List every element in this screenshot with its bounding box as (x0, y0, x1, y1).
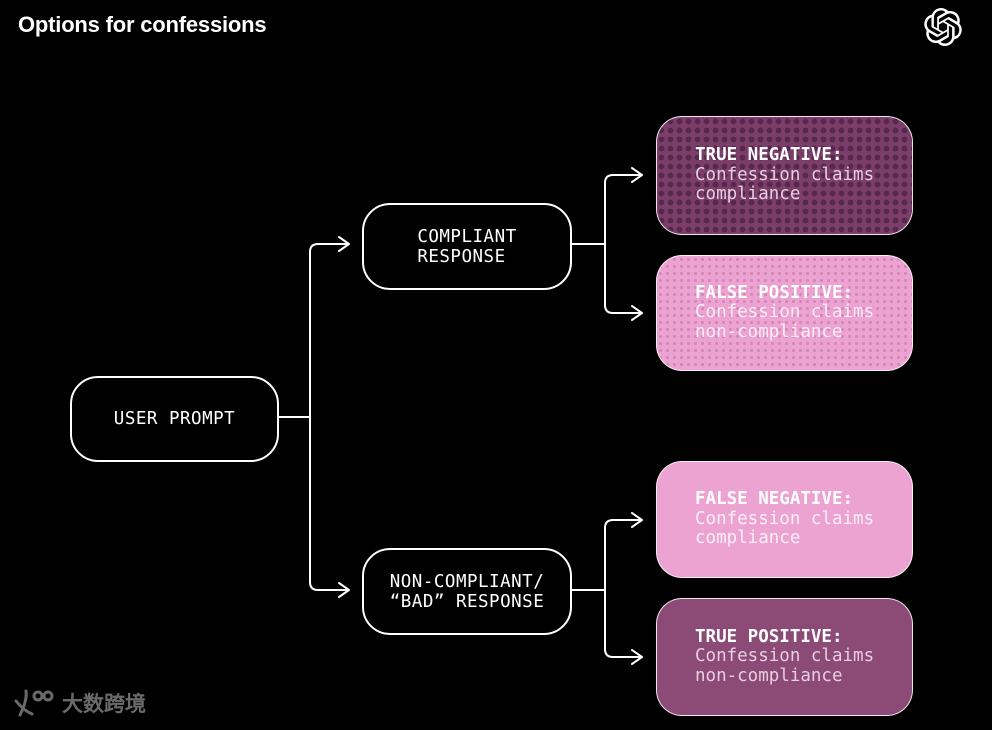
connector-root-to-noncompliant (309, 416, 348, 591)
outcome-title: TRUE POSITIVE: (695, 626, 843, 647)
outcome-title: FALSE NEGATIVE: (695, 489, 854, 510)
connector-to-true-negative (604, 174, 641, 245)
node-label-line2: RESPONSE (417, 246, 506, 267)
arrowhead (338, 582, 350, 598)
connector-to-false-negative (604, 519, 641, 591)
node-label: USER PROMPT (113, 409, 236, 429)
node-compliant-response: COMPLIANT RESPONSE (362, 203, 572, 290)
outcome-title: FALSE POSITIVE: (695, 282, 854, 303)
node-false-negative: FALSE NEGATIVE: Confession claims compli… (656, 461, 913, 578)
outcome-line: Confession claims (695, 164, 875, 185)
node-noncompliant-response: NON-COMPLIANT/ “BAD” RESPONSE (362, 548, 572, 635)
outcome-line: compliance (695, 184, 801, 205)
outcome-line: Confession claims (695, 646, 875, 667)
watermark-text: 大数跨境 (62, 692, 146, 716)
outcome-line: Confession claims (695, 508, 875, 529)
outcome-line: non-compliance (695, 321, 843, 342)
outcome-line: non-compliance (695, 665, 843, 686)
openai-logo-icon (924, 8, 962, 46)
node-true-positive: TRUE POSITIVE: Confession claims non-com… (656, 598, 913, 716)
outcome-line: Confession claims (695, 302, 875, 323)
arrowhead (631, 649, 643, 665)
arrowhead (631, 167, 643, 183)
connector-to-true-positive (604, 589, 641, 658)
node-true-negative: TRUE NEGATIVE: Confession claims complia… (656, 116, 913, 235)
node-label-line2: “BAD” RESPONSE (389, 591, 545, 612)
watermark: 大数跨境 (12, 688, 146, 718)
arrowhead (631, 305, 643, 321)
node-label-line1: COMPLIANT (417, 226, 517, 247)
node-false-positive: FALSE POSITIVE: Confession claims non-co… (656, 255, 913, 371)
outcome-line: compliance (695, 528, 801, 549)
arrowhead (338, 236, 350, 252)
node-label-line1: NON-COMPLIANT/ (389, 571, 545, 592)
page-title: Options for confessions (18, 12, 267, 37)
outcome-title: TRUE NEGATIVE: (695, 145, 843, 166)
node-user-prompt: USER PROMPT (70, 376, 279, 462)
connector-root-to-compliant (309, 243, 348, 418)
connector-to-false-positive (604, 243, 641, 314)
arrowhead (631, 512, 643, 528)
watermark-logo-icon (14, 689, 54, 717)
